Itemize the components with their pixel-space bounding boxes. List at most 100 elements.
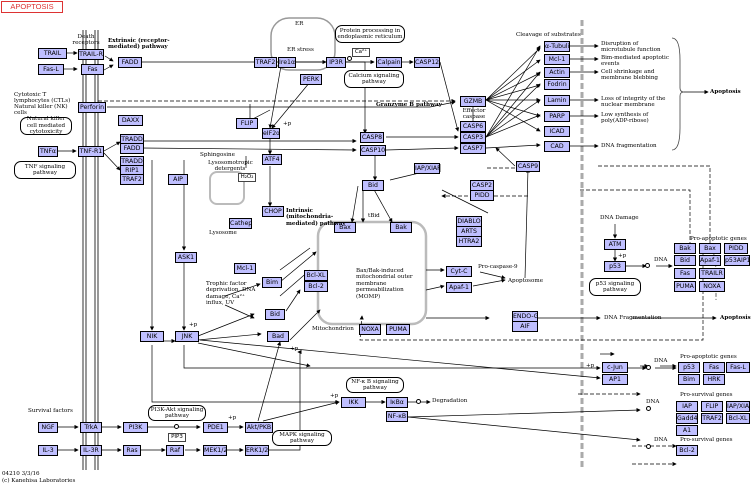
gene-bax-target[interactable]: Bax bbox=[699, 243, 721, 254]
gene-il-3[interactable]: IL-3 bbox=[38, 445, 58, 456]
gene-casp12[interactable]: CASP12 bbox=[414, 57, 440, 68]
gene-perk[interactable]: PERK bbox=[300, 74, 322, 85]
gene-traf2[interactable]: TRAF2 bbox=[120, 174, 144, 185]
compound-ca2[interactable]: Ca²⁺ bbox=[352, 48, 370, 57]
pathway-nk-cytotoxicity[interactable]: Natural killer cell mediated cytotoxicit… bbox=[20, 116, 72, 135]
gene-fas-l-pro[interactable]: Fas-L bbox=[726, 362, 750, 373]
gene-casp8[interactable]: CASP8 bbox=[360, 132, 384, 143]
gene-mek12[interactable]: MEK1/2 bbox=[203, 445, 227, 456]
gene-bid[interactable]: Bid bbox=[265, 309, 285, 320]
pathway-nf-kb-signaling[interactable]: NF-κ B signaling pathway bbox=[346, 377, 404, 393]
gene-trail-r[interactable]: TRAIL-R bbox=[78, 49, 104, 60]
gene-casp9[interactable]: CASP9 bbox=[516, 161, 540, 172]
gene-iap-xiap-survival[interactable]: IAP/XIAP bbox=[726, 401, 750, 412]
gene-apaf-1-target[interactable]: Apaf-1 bbox=[699, 255, 721, 266]
gene-gzmb[interactable]: GZMB bbox=[460, 96, 486, 107]
gene-p53aip1[interactable]: p53AIP1 bbox=[724, 255, 750, 266]
gene-ikba[interactable]: IκBα bbox=[386, 397, 408, 408]
gene-bak[interactable]: Bak bbox=[390, 222, 412, 233]
gene-icad[interactable]: ICAD bbox=[544, 126, 570, 137]
gene-cathepsin[interactable]: Cathepsin bbox=[229, 218, 252, 229]
gene-tnfa[interactable]: TNFα bbox=[38, 146, 58, 157]
gene-casp10[interactable]: CASP10 bbox=[360, 145, 386, 156]
gene-cyt-c[interactable]: Cyt-C bbox=[446, 266, 472, 277]
gene-chop[interactable]: CHOP bbox=[262, 206, 284, 217]
gene-p53[interactable]: p53 bbox=[604, 261, 626, 272]
gene-pidd[interactable]: PIDD bbox=[470, 190, 494, 201]
gene-bid-target[interactable]: Bid bbox=[674, 255, 696, 266]
gene-atm[interactable]: ATM bbox=[604, 239, 626, 250]
gene-bim-pro[interactable]: Bim bbox=[678, 374, 700, 385]
gene-noxa-target[interactable]: NOXA bbox=[699, 281, 725, 292]
gene-flip[interactable]: FLIP bbox=[236, 118, 258, 129]
gene-parp[interactable]: PARP bbox=[544, 111, 570, 122]
gene-lamin[interactable]: Lamin bbox=[544, 95, 570, 106]
gene-pi3k[interactable]: PI3K bbox=[123, 422, 148, 433]
gene-bak-target[interactable]: Bak bbox=[674, 243, 696, 254]
gene-traf2-er[interactable]: TRAF2 bbox=[254, 57, 277, 68]
pathway-tnf-signaling[interactable]: TNF signaling pathway bbox=[14, 161, 76, 179]
gene-perforin[interactable]: Perforin bbox=[78, 102, 106, 113]
gene-apaf-1[interactable]: Apaf-1 bbox=[446, 282, 472, 293]
gene-a-tubulin[interactable]: α-Tubulin bbox=[544, 41, 570, 52]
gene-fas-pro[interactable]: Fas bbox=[703, 362, 725, 373]
gene-actin[interactable]: Actin bbox=[544, 67, 570, 78]
gene-mcl-1-substrate[interactable]: Mcl-1 bbox=[544, 54, 570, 65]
gene-bid-2[interactable]: Bid bbox=[362, 180, 384, 191]
gene-ras[interactable]: Ras bbox=[123, 445, 141, 456]
gene-puma-target[interactable]: PUMA bbox=[674, 281, 696, 292]
pathway-p53-signaling[interactable]: p53 signaling pathway bbox=[589, 278, 641, 296]
gene-aip[interactable]: AIP bbox=[168, 174, 188, 185]
gene-bcl-2-survival[interactable]: Bcl-2 bbox=[676, 445, 698, 456]
gene-calpain[interactable]: Calpain bbox=[376, 57, 402, 68]
gene-eif2a[interactable]: eIF2α bbox=[262, 128, 280, 139]
gene-bax[interactable]: Bax bbox=[334, 222, 356, 233]
gene-c-jun[interactable]: c-Jun bbox=[602, 362, 628, 373]
gene-nf-kb[interactable]: NF-κB bbox=[386, 411, 408, 422]
gene-fadd[interactable]: FADD bbox=[118, 57, 142, 68]
gene-traf2-survival[interactable]: TRAF2 bbox=[701, 413, 723, 424]
gene-erk12[interactable]: ERK1/2 bbox=[245, 445, 269, 456]
gene-ask1[interactable]: ASK1 bbox=[175, 252, 197, 263]
gene-ap1[interactable]: AP1 bbox=[602, 374, 628, 385]
gene-pidd-target[interactable]: PIDD bbox=[724, 243, 748, 254]
gene-fadd-2[interactable]: FADD bbox=[120, 143, 144, 154]
gene-ip3r[interactable]: IP3R bbox=[326, 57, 346, 68]
gene-ikk[interactable]: IKK bbox=[341, 397, 366, 408]
gene-a1[interactable]: A1 bbox=[676, 425, 698, 436]
gene-hrk[interactable]: HRK bbox=[703, 374, 725, 385]
gene-cad[interactable]: CAD bbox=[544, 141, 570, 152]
gene-bcl-2[interactable]: Bcl-2 bbox=[304, 281, 328, 292]
gene-fas-target[interactable]: Fas bbox=[674, 268, 696, 279]
gene-bad[interactable]: Bad bbox=[267, 331, 289, 342]
gene-noxa[interactable]: NOXA bbox=[359, 324, 381, 335]
compound-h2o2[interactable]: H₂O₂ bbox=[238, 173, 256, 182]
gene-fas-l[interactable]: Fas-L bbox=[38, 64, 64, 75]
gene-fodrin[interactable]: Fodrin bbox=[544, 79, 570, 90]
gene-trail[interactable]: TRAIL bbox=[38, 48, 67, 59]
gene-nik[interactable]: NIK bbox=[140, 331, 164, 342]
gene-gadd45[interactable]: Gadd45 bbox=[676, 413, 698, 424]
gene-p53-pro[interactable]: p53 bbox=[678, 362, 700, 373]
gene-bcl-xl-survival[interactable]: Bcl-XL bbox=[726, 413, 750, 424]
gene-bcl-xl[interactable]: Bcl-XL bbox=[304, 270, 328, 281]
gene-casp6[interactable]: CASP6 bbox=[460, 121, 486, 132]
gene-ire1a[interactable]: Ire1α bbox=[278, 57, 296, 68]
gene-casp7[interactable]: CASP7 bbox=[460, 143, 486, 154]
gene-iap-survival[interactable]: IAP bbox=[676, 401, 698, 412]
gene-bim[interactable]: Bim bbox=[262, 277, 282, 288]
pathway-pi3k-akt[interactable]: PI3K-Akt signaling pathway bbox=[148, 405, 206, 421]
gene-trka[interactable]: TrkA bbox=[80, 422, 102, 433]
gene-htra2[interactable]: HTRA2 bbox=[456, 236, 482, 247]
gene-ngf[interactable]: NGF bbox=[38, 422, 58, 433]
gene-casp3[interactable]: CASP3 bbox=[460, 132, 486, 143]
gene-akt-pkb[interactable]: Akt/PKB bbox=[245, 422, 273, 433]
gene-tnf-r1[interactable]: TNF-R1 bbox=[78, 146, 104, 157]
gene-mcl1[interactable]: Mcl-1 bbox=[234, 263, 256, 274]
pathway-mapk-signaling[interactable]: MAPK signaling pathway bbox=[272, 430, 332, 446]
pathway-calcium-signaling[interactable]: Calcium signaling pathway bbox=[344, 70, 404, 88]
gene-daxx[interactable]: DAXX bbox=[118, 115, 143, 126]
gene-puma[interactable]: PUMA bbox=[386, 324, 410, 335]
pathway-protein-processing-er[interactable]: Protein processing in endoplasmic reticu… bbox=[335, 25, 405, 43]
gene-trailr-target[interactable]: TRAILR bbox=[699, 268, 725, 279]
